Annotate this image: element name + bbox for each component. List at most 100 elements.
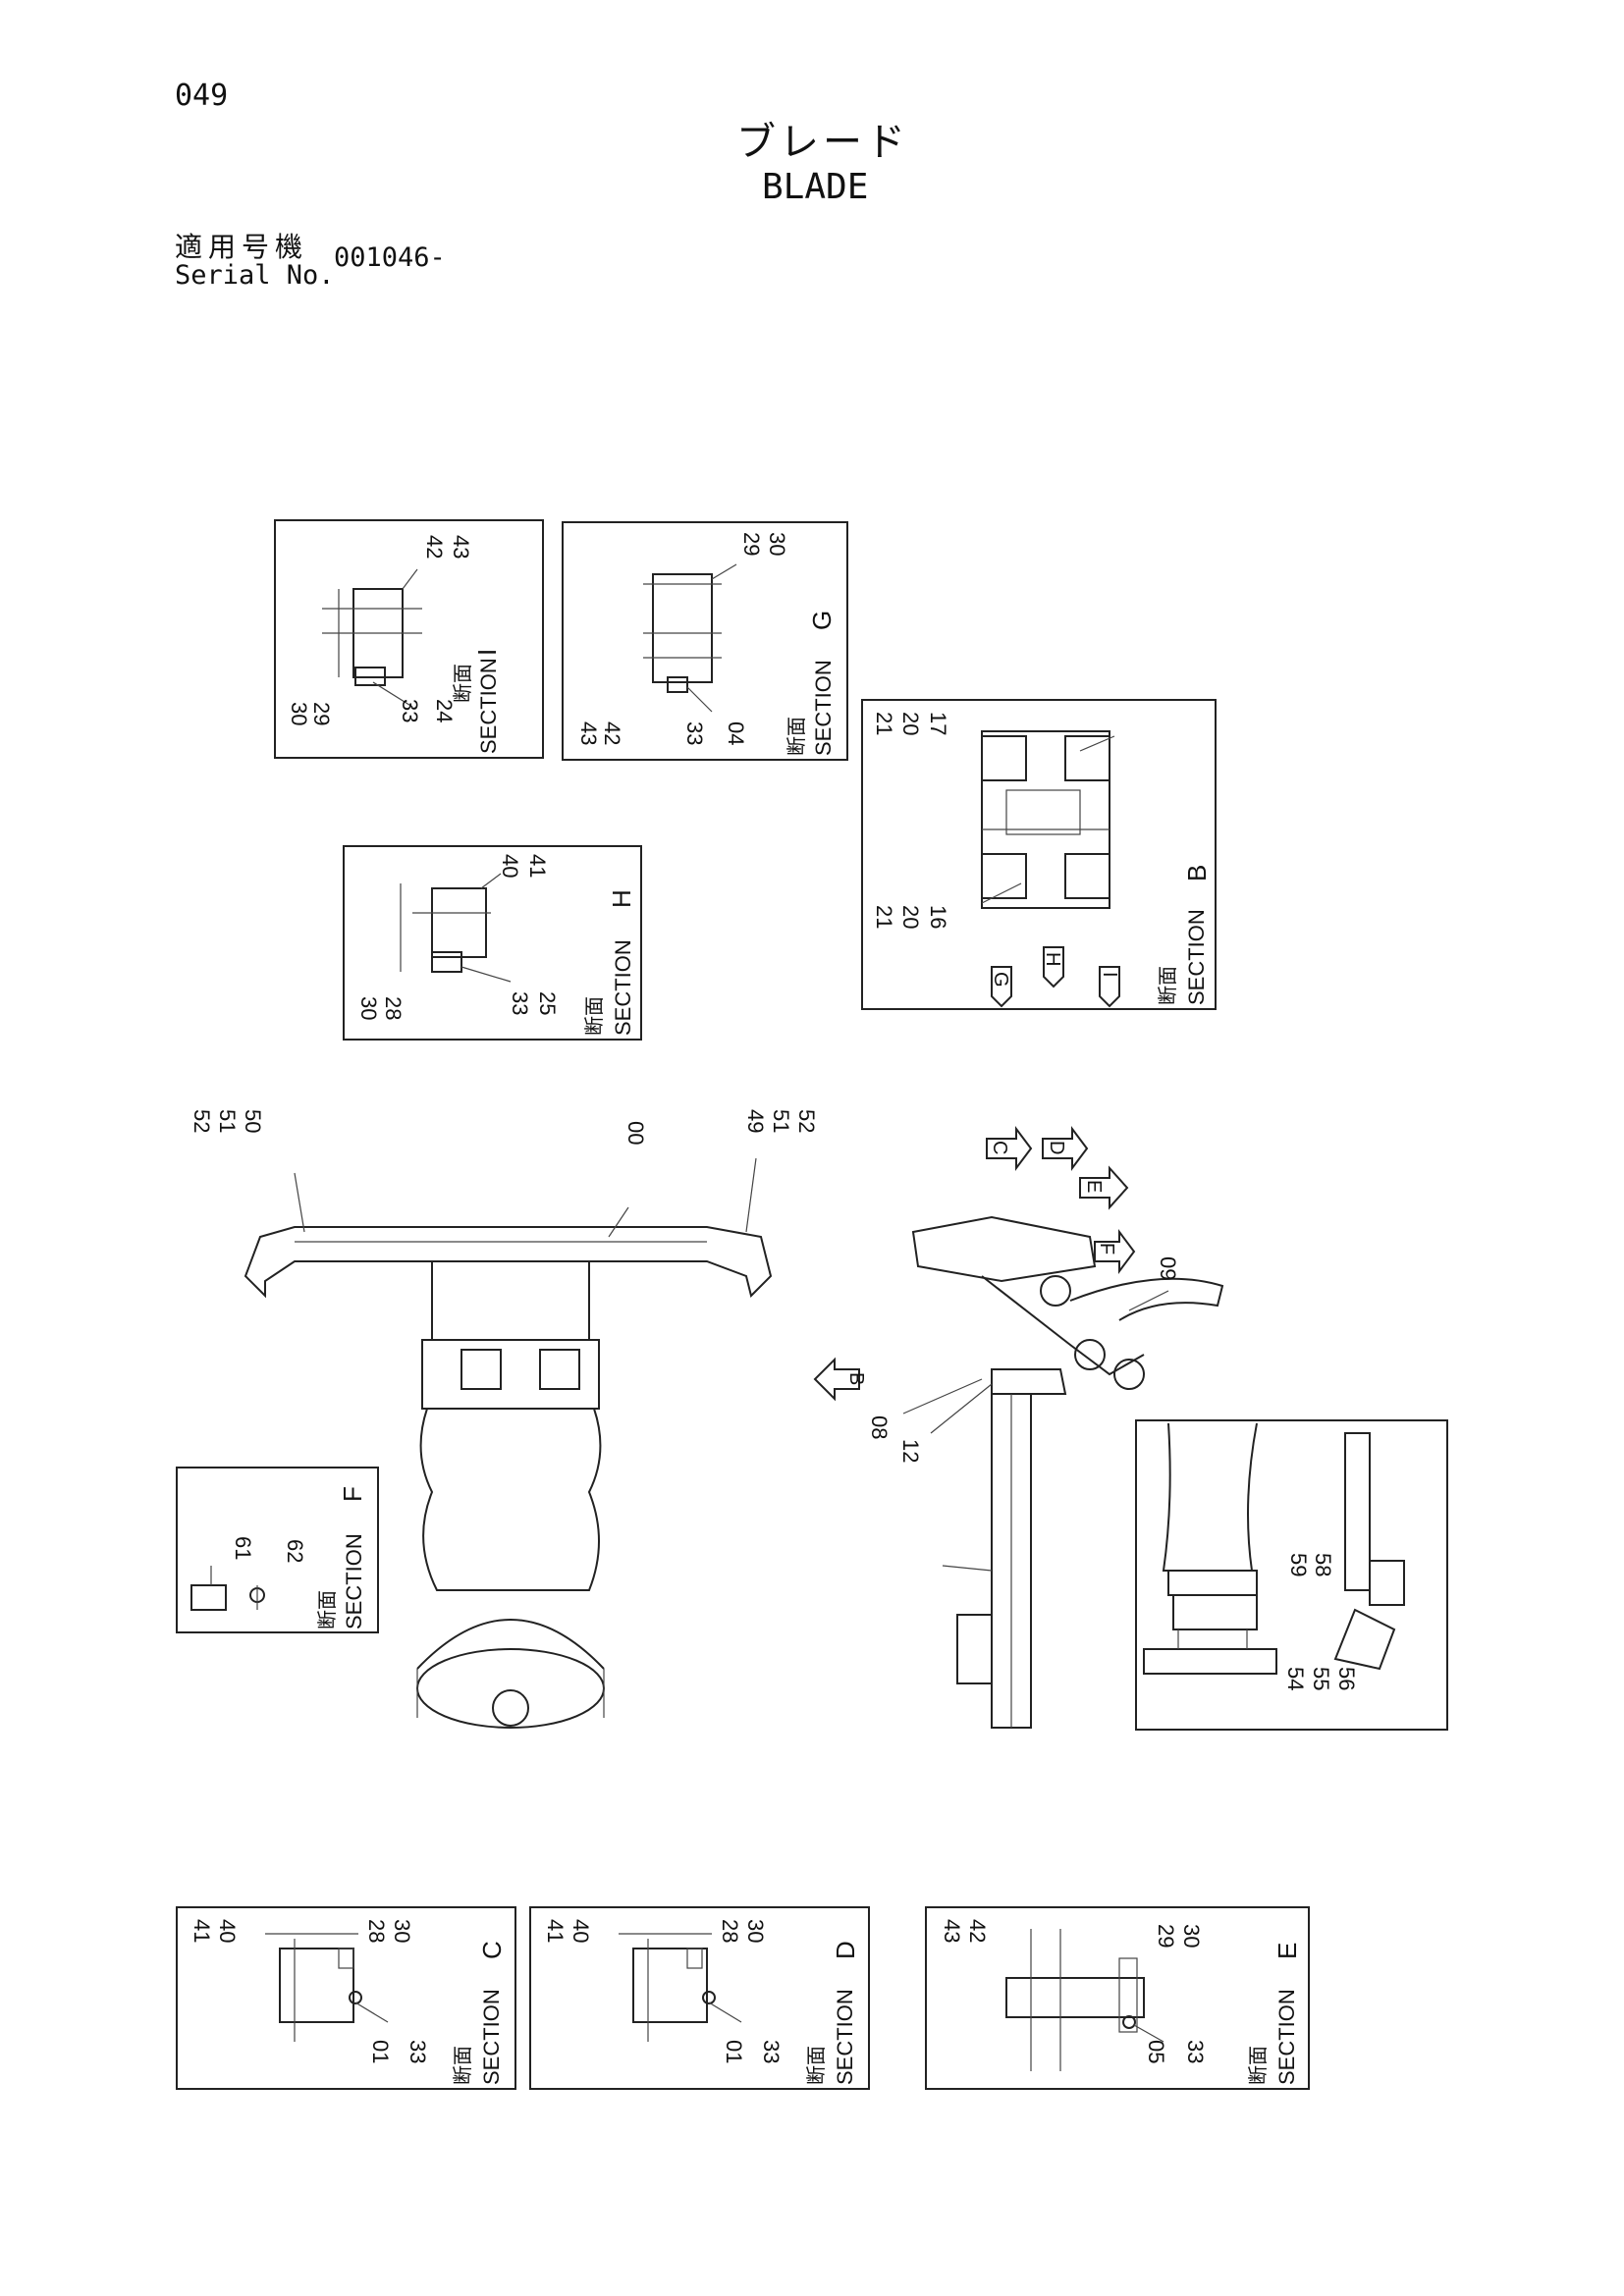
detail-panel-drawing bbox=[1143, 1422, 1405, 1675]
section-d-callout-33: 33 bbox=[759, 2040, 784, 2063]
section-h-callout-30: 30 bbox=[356, 996, 381, 1020]
section-e-label: SECTION bbox=[1274, 1989, 1299, 2085]
section-d-callout-40: 40 bbox=[568, 1919, 593, 1943]
section-c-callout-33: 33 bbox=[406, 2040, 430, 2063]
section-h-letter: H bbox=[607, 889, 636, 908]
section-h-frame bbox=[343, 845, 642, 1041]
section-h-label: SECTION bbox=[611, 939, 635, 1036]
section-g-drawing bbox=[643, 563, 737, 713]
section-b-callout-21-bottom: 21 bbox=[872, 905, 896, 929]
section-g-callout-29: 29 bbox=[739, 532, 764, 556]
section-h-callout-40: 40 bbox=[498, 854, 522, 878]
section-f-frame bbox=[176, 1467, 379, 1633]
section-e-drawing bbox=[1005, 1929, 1164, 2071]
front-callout-49: 49 bbox=[743, 1109, 768, 1133]
section-h-panel: 40 41 30 28 33 25 断面 SECTION H bbox=[343, 845, 642, 1041]
view-arrow-e-label: E bbox=[1083, 1180, 1105, 1193]
view-arrow-g-label: G bbox=[990, 972, 1011, 988]
section-e-callout-33: 33 bbox=[1183, 2040, 1208, 2063]
section-c-letter: C bbox=[477, 1941, 507, 1959]
side-callout-12: 12 bbox=[898, 1439, 923, 1463]
section-d-frame bbox=[529, 1906, 870, 2090]
section-f-panel: 61 62 断面 SECTION F bbox=[176, 1467, 379, 1633]
front-callout-52-right: 52 bbox=[794, 1109, 819, 1133]
section-h-callout-28: 28 bbox=[381, 996, 406, 1020]
section-e-callout-42: 42 bbox=[965, 1919, 990, 1943]
section-c-label: SECTION bbox=[479, 1989, 504, 2085]
section-i-frame bbox=[274, 519, 544, 759]
front-callout-50: 50 bbox=[241, 1109, 265, 1133]
section-g-callout-33: 33 bbox=[682, 721, 707, 745]
section-c-panel: 41 40 28 30 01 33 断面 SECTION C bbox=[176, 1906, 516, 2090]
section-g-callout-42: 42 bbox=[600, 721, 624, 745]
section-b-callout-20-top: 20 bbox=[898, 712, 923, 735]
detail-callout-54: 54 bbox=[1283, 1667, 1308, 1690]
section-i-callout-29: 29 bbox=[309, 702, 334, 725]
side-callout-09: 09 bbox=[1156, 1256, 1180, 1280]
section-i-panel: 42 43 30 29 33 24 断面 SECTION I bbox=[274, 519, 544, 759]
section-b-callout-17: 17 bbox=[926, 712, 950, 735]
section-b-panel: 21 20 17 21 20 16 断面 SECTION B G H I bbox=[861, 699, 1217, 1010]
view-arrow-c-label: C bbox=[989, 1141, 1010, 1154]
section-g-callout-30: 30 bbox=[765, 532, 789, 556]
view-arrow-i: I bbox=[1099, 966, 1120, 1008]
section-i-prefix-jp: 断面 bbox=[452, 664, 474, 703]
section-e-callout-29: 29 bbox=[1154, 1924, 1178, 1948]
section-h-drawing bbox=[400, 873, 512, 983]
section-i-letter: I bbox=[472, 649, 502, 656]
section-i-callout-43: 43 bbox=[449, 535, 473, 559]
section-b-prefix-jp: 断面 bbox=[1157, 966, 1179, 1005]
section-f-label: SECTION bbox=[342, 1533, 366, 1629]
view-arrow-b-label: B bbox=[845, 1372, 867, 1385]
section-c-drawing bbox=[265, 1933, 389, 2042]
blade-front-view: 52 51 50 00 49 51 52 bbox=[189, 1109, 819, 1729]
section-d-prefix-jp: 断面 bbox=[805, 2046, 828, 2085]
view-arrow-h: H bbox=[1042, 946, 1064, 988]
detail-panel-frame bbox=[1135, 1419, 1448, 1731]
section-e-panel: 43 42 29 30 05 33 断面 SECTION E bbox=[925, 1906, 1310, 2090]
section-h-callout-41: 41 bbox=[525, 854, 550, 878]
section-d-letter: D bbox=[831, 1941, 860, 1959]
detail-callout-55: 55 bbox=[1309, 1667, 1333, 1690]
section-c-callout-40: 40 bbox=[215, 1919, 240, 1943]
section-e-prefix-jp: 断面 bbox=[1247, 2046, 1270, 2085]
section-h-callout-25: 25 bbox=[535, 991, 560, 1015]
detail-callout-56: 56 bbox=[1334, 1667, 1359, 1690]
view-arrow-d-label: D bbox=[1046, 1141, 1067, 1154]
section-f-prefix-jp: 断面 bbox=[316, 1590, 339, 1629]
section-b-drawing bbox=[981, 730, 1115, 909]
section-c-callout-30: 30 bbox=[390, 1919, 414, 1943]
section-e-callout-05: 05 bbox=[1144, 2040, 1168, 2063]
section-b-callout-20-bottom: 20 bbox=[898, 905, 923, 929]
section-d-callout-28: 28 bbox=[718, 1919, 742, 1943]
view-arrow-i-label: I bbox=[1099, 972, 1120, 978]
view-arrow-b: B bbox=[813, 1357, 867, 1402]
section-e-letter: E bbox=[1272, 1943, 1302, 1959]
serial-label: Serial No. bbox=[175, 260, 335, 291]
section-g-callout-04: 04 bbox=[724, 721, 748, 745]
front-callout-00: 00 bbox=[623, 1121, 648, 1145]
section-d-callout-01: 01 bbox=[722, 2040, 746, 2063]
section-e-frame bbox=[925, 1906, 1310, 2090]
section-e-callout-43: 43 bbox=[940, 1919, 964, 1943]
view-arrow-g: G bbox=[990, 966, 1012, 1008]
section-i-label: SECTION bbox=[476, 658, 501, 754]
view-arrow-e: E bbox=[1079, 1165, 1129, 1210]
section-f-callout-61: 61 bbox=[231, 1536, 255, 1560]
page-number: 049 bbox=[175, 79, 229, 113]
view-arrow-f: F bbox=[1094, 1229, 1136, 1274]
section-g-frame bbox=[562, 521, 848, 761]
section-f-drawing bbox=[190, 1566, 265, 1611]
side-callout-08: 08 bbox=[867, 1415, 892, 1439]
view-arrow-c: C bbox=[986, 1126, 1033, 1171]
section-d-callout-30: 30 bbox=[743, 1919, 768, 1943]
section-d-label: SECTION bbox=[833, 1989, 857, 2085]
section-d-panel: 41 40 28 30 01 33 断面 SECTION D bbox=[529, 1906, 870, 2090]
section-f-callout-62: 62 bbox=[283, 1539, 307, 1563]
section-d-drawing bbox=[619, 1933, 742, 2042]
section-g-callout-43: 43 bbox=[576, 721, 601, 745]
section-c-frame bbox=[176, 1906, 516, 2090]
section-b-label: SECTION bbox=[1184, 909, 1209, 1005]
detail-panel-right: 59 58 54 55 56 bbox=[1135, 1419, 1448, 1731]
